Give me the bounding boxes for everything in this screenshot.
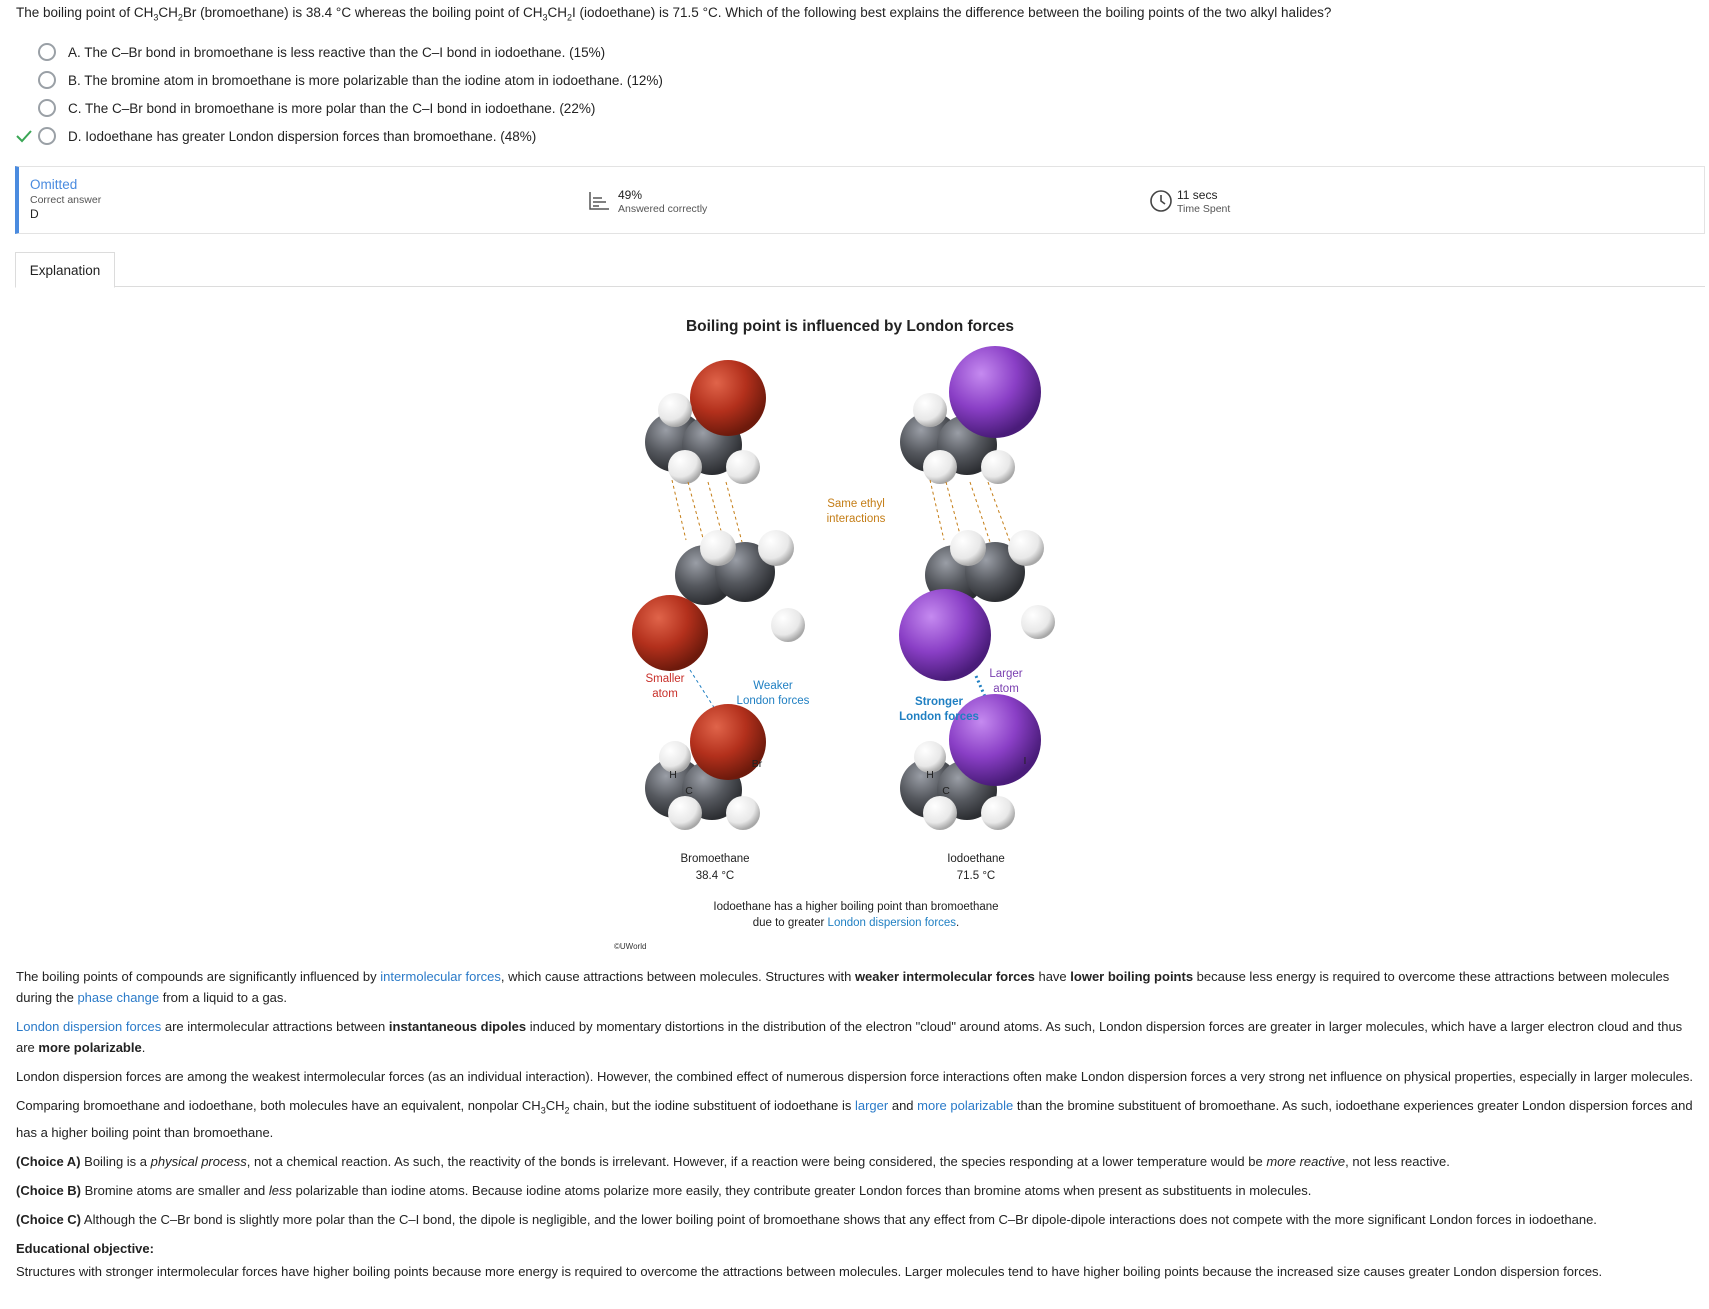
time-spent: 11 secs Time Spent (1149, 188, 1230, 216)
iodoethane-name: Iodoethane (947, 853, 1005, 865)
link-london-dispersion-forces[interactable]: London dispersion forces (16, 1019, 162, 1034)
figure-caption-line-2: due to greater London dispersion forces. (753, 917, 960, 929)
result-stats-bar: Omitted Correct answer D 49% Answered co… (15, 166, 1705, 234)
question-text: The boiling point of CH3CH2Br (bromoetha… (16, 5, 1332, 23)
explanation-text: The boiling points of compounds are sign… (16, 966, 1696, 1290)
bromoethane-middle-molecule (632, 530, 805, 671)
correct-answer-value: D (30, 207, 39, 221)
percent-correct: 49% Answered correctly (588, 188, 707, 216)
same-ethyl-label-2: interactions (827, 513, 886, 525)
london-forces-figure: Same ethyl interactions Smaller atom Wea… (600, 310, 1100, 950)
answer-status: Omitted Correct answer D (30, 177, 101, 221)
choice-c-explanation: (Choice C) Although the C–Br bond is sli… (16, 1211, 1597, 1227)
h-atom-label: H (669, 769, 677, 781)
weaker-label-2: London forces (737, 695, 810, 707)
choice-a[interactable]: A. The C–Br bond in bromoethane is less … (14, 38, 663, 66)
larger-atom-label-1: Larger (989, 668, 1022, 680)
figure-caption-line-1: Iodoethane has a higher boiling point th… (713, 901, 998, 913)
radio-button[interactable] (38, 71, 56, 89)
educational-objective-label: Educational objective: (16, 1240, 154, 1256)
educational-objective-text: Structures with stronger intermolecular … (16, 1263, 1603, 1279)
check-placeholder (14, 70, 34, 90)
percent-value: 49% (618, 188, 643, 202)
iodoethane-bp: 71.5 °C (957, 870, 995, 882)
c-atom-label: C (942, 785, 950, 797)
br-atom-label: Br (752, 758, 763, 770)
copyright-label: ©UWorld (614, 942, 647, 951)
radio-button[interactable] (38, 43, 56, 61)
choice-c[interactable]: C. The C–Br bond in bromoethane is more … (14, 94, 663, 122)
time-label: Time Spent (1177, 203, 1231, 215)
bar-chart-icon (588, 191, 610, 214)
ethyl-interaction-lines (671, 479, 1011, 543)
choice-a-explanation: (Choice A) Boiling is a physical process… (16, 1153, 1450, 1169)
check-placeholder (14, 98, 34, 118)
smaller-atom-label-1: Smaller (646, 673, 685, 685)
weaker-label-1: Weaker (753, 680, 793, 692)
smaller-atom-label-2: atom (652, 688, 678, 700)
check-placeholder (14, 42, 34, 62)
stronger-label-1: Stronger (915, 696, 963, 708)
choice-text: B. The bromine atom in bromoethane is mo… (68, 72, 663, 88)
link-more-polarizable[interactable]: more polarizable (917, 1098, 1014, 1113)
choice-text: A. The C–Br bond in bromoethane is less … (68, 44, 606, 60)
i-atom-label: I (1024, 755, 1027, 767)
same-ethyl-label-1: Same ethyl (827, 498, 885, 510)
explanation-paragraph: Comparing bromoethane and iodoethane, bo… (16, 1098, 1693, 1140)
link-phase-change[interactable]: phase change (77, 990, 160, 1005)
radio-button[interactable] (38, 127, 56, 145)
checkmark-icon (14, 126, 34, 146)
status-omitted: Omitted (30, 177, 78, 192)
bromoethane-bp: 38.4 °C (696, 870, 734, 882)
choice-text: D. Iodoethane has greater London dispers… (68, 128, 537, 144)
bromoethane-bottom-molecule (645, 704, 766, 830)
radio-button[interactable] (38, 99, 56, 117)
choice-text: C. The C–Br bond in bromoethane is more … (68, 100, 596, 116)
iodoethane-middle-molecule (899, 530, 1055, 681)
choice-b[interactable]: B. The bromine atom in bromoethane is mo… (14, 66, 663, 94)
time-value: 11 secs (1177, 188, 1218, 202)
h-atom-label: H (926, 769, 934, 781)
answer-choices: A. The C–Br bond in bromoethane is less … (14, 38, 663, 150)
figure-title: Boiling point is influenced by London fo… (685, 318, 1015, 335)
explanation-paragraph: The boiling points of compounds are sign… (16, 969, 1670, 1005)
correct-answer-label: Correct answer (30, 194, 102, 206)
explanation-paragraph: London dispersion forces are among the w… (16, 1069, 1693, 1084)
larger-atom-label-2: atom (993, 683, 1019, 695)
choice-d[interactable]: D. Iodoethane has greater London dispers… (14, 122, 663, 150)
stronger-label-2: London forces (899, 711, 979, 723)
explanation-paragraph: London dispersion forces are intermolecu… (16, 1019, 1683, 1055)
molecule-illustration: Same ethyl interactions Smaller atom Wea… (632, 346, 1055, 929)
content-tabs: Explanation (15, 252, 1705, 288)
choice-b-explanation: (Choice B) Bromine atoms are smaller and… (16, 1182, 1312, 1198)
bromoethane-name: Bromoethane (680, 853, 749, 865)
iodoethane-bottom-molecule (900, 694, 1041, 830)
link-intermolecular-forces[interactable]: intermolecular forces (380, 969, 501, 984)
bromoethane-top-molecule (645, 360, 766, 484)
c-atom-label: C (685, 785, 693, 797)
tab-explanation[interactable]: Explanation (15, 252, 115, 288)
iodoethane-top-molecule (900, 346, 1041, 484)
percent-label: Answered correctly (618, 203, 708, 215)
link-larger[interactable]: larger (854, 1098, 889, 1113)
clock-icon (1149, 189, 1173, 216)
